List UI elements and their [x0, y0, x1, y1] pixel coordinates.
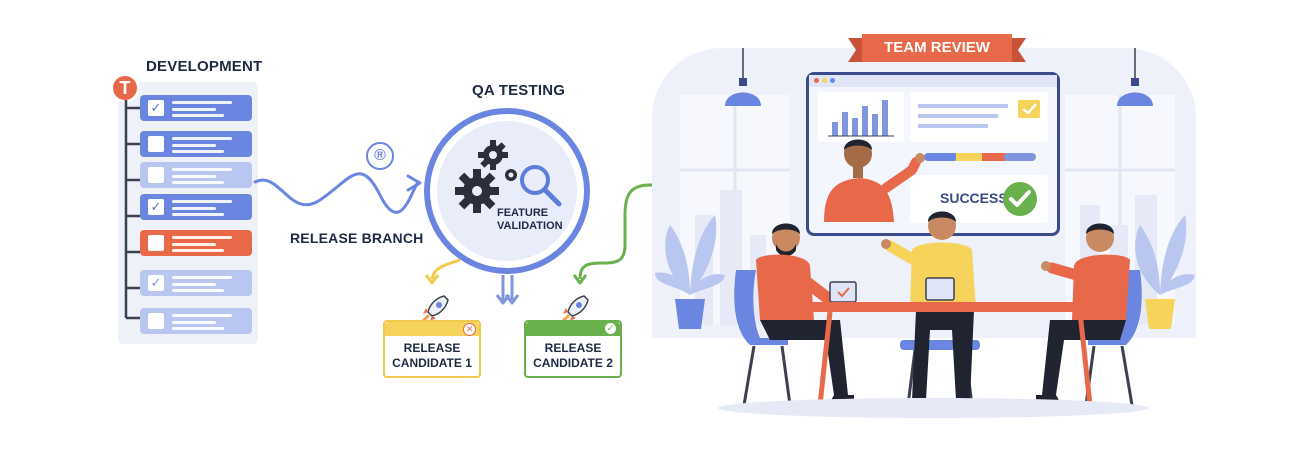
rc1-line1: RELEASE [403, 341, 461, 355]
rc2-line1: RELEASE [544, 341, 602, 355]
task-item: ✓ [140, 194, 252, 220]
text-widget [910, 92, 1048, 142]
magnifier-icon [520, 165, 562, 207]
task-text-line [172, 213, 224, 216]
progress-bar [924, 153, 1036, 161]
task-text-line [172, 276, 232, 279]
registered-mark-icon: ® [366, 142, 394, 170]
task-item [140, 131, 252, 157]
ceiling-lamp-icon [1117, 48, 1153, 106]
development-title: DEVELOPMENT [146, 58, 263, 75]
task-item: ✓ [140, 270, 252, 296]
task-text-line [172, 249, 224, 252]
floor-shadow [718, 398, 1148, 418]
tool-logo-icon: T [110, 73, 140, 103]
rc1-label: RELEASE CANDIDATE 1 [385, 336, 479, 371]
checkbox-empty-icon [148, 167, 164, 183]
release-branch-arrow [253, 172, 422, 214]
registered-mark: ® [374, 147, 386, 164]
rc2-header-bar: ✓ [526, 322, 620, 336]
task-text-line [172, 243, 216, 246]
release-candidate-2-card: ✓ RELEASE CANDIDATE 2 [524, 320, 622, 378]
task-text-line [172, 144, 216, 147]
rc1-line2: CANDIDATE 1 [392, 356, 472, 370]
presenter-figure [824, 139, 925, 222]
task-item [140, 162, 252, 188]
feature-validation-label: FEATURE VALIDATION [497, 207, 563, 233]
task-text-line [172, 236, 232, 239]
meeting-table-scene [734, 211, 1142, 406]
screen-titlebar [809, 75, 1057, 87]
ceiling-lamp-icon [725, 48, 761, 106]
rc2-line2: CANDIDATE 2 [533, 356, 613, 370]
qa-output-arrows [424, 258, 520, 305]
checkbox-empty-icon [148, 313, 164, 329]
checkbox-empty-icon [148, 235, 164, 251]
task-text-line [172, 289, 224, 292]
task-text-line [172, 181, 224, 184]
x-icon: ✕ [463, 323, 476, 336]
checkbox-empty-icon [148, 136, 164, 152]
plant-icon [1135, 215, 1195, 329]
task-text-line [172, 168, 232, 171]
check-icon: ✓ [605, 323, 616, 334]
bar-chart-widget [818, 92, 904, 142]
task-text-line [172, 137, 232, 140]
rc2-label: RELEASE CANDIDATE 2 [526, 336, 620, 371]
success-check-icon [1003, 182, 1037, 216]
task-text-line [172, 114, 224, 117]
task-text-line [172, 327, 224, 330]
task-text-line [172, 207, 216, 210]
qa-testing-circle [424, 108, 590, 274]
task-text-line [172, 314, 232, 317]
task-text-line [172, 283, 216, 286]
task-text-line [172, 321, 216, 324]
task-tree-connector [124, 100, 140, 320]
task-text-line [172, 200, 232, 203]
task-text-line [172, 150, 224, 153]
rocket-icon [420, 295, 449, 324]
task-text-line [172, 101, 232, 104]
rocket-icon [560, 295, 589, 324]
task-text-line [172, 108, 216, 111]
team-review-banner: TEAM REVIEW [862, 34, 1012, 62]
gears-icon [455, 140, 517, 213]
checkbox-checked-icon: ✓ [148, 199, 164, 215]
task-text-line [172, 175, 216, 178]
checkbox-checked-icon: ✓ [148, 100, 164, 116]
checkbox-checked-icon: ✓ [148, 275, 164, 291]
rc1-header-bar: ✕ [385, 322, 479, 336]
task-item [140, 230, 252, 256]
task-item: ✓ [140, 95, 252, 121]
release-branch-label: RELEASE BRANCH [290, 230, 424, 246]
feature-validation-line1: FEATURE [497, 207, 549, 219]
logo-letter: T [119, 78, 131, 98]
feature-validation-line2: VALIDATION [497, 220, 563, 232]
success-label: SUCCESS [940, 190, 1008, 206]
release-candidate-1-card: ✕ RELEASE CANDIDATE 1 [383, 320, 481, 378]
plant-icon [655, 215, 725, 329]
task-item [140, 308, 252, 334]
qa-testing-title: QA TESTING [472, 82, 566, 99]
